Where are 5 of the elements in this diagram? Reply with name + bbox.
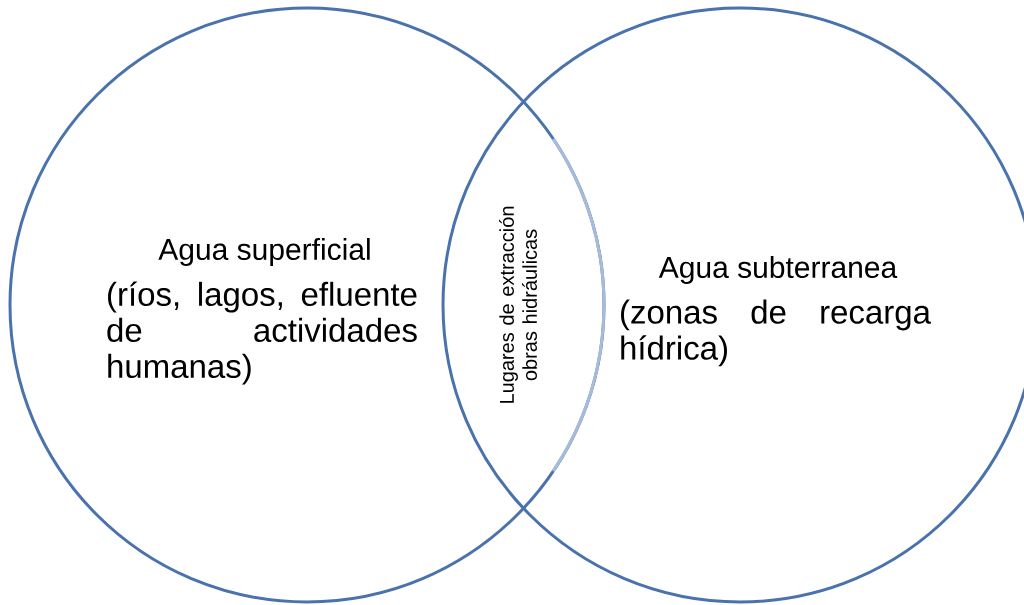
circle-title: Agua subterranea	[658, 256, 898, 284]
overlap-text: Lugares de extracción obras hidráulicas	[499, 206, 537, 403]
circle-text: (zonas de recarga hídrica)	[621, 299, 931, 367]
circle-text: (ríos, lagos, efluente de actividades humanas)	[107, 281, 417, 385]
circle-title: Agua superficial	[158, 238, 370, 266]
